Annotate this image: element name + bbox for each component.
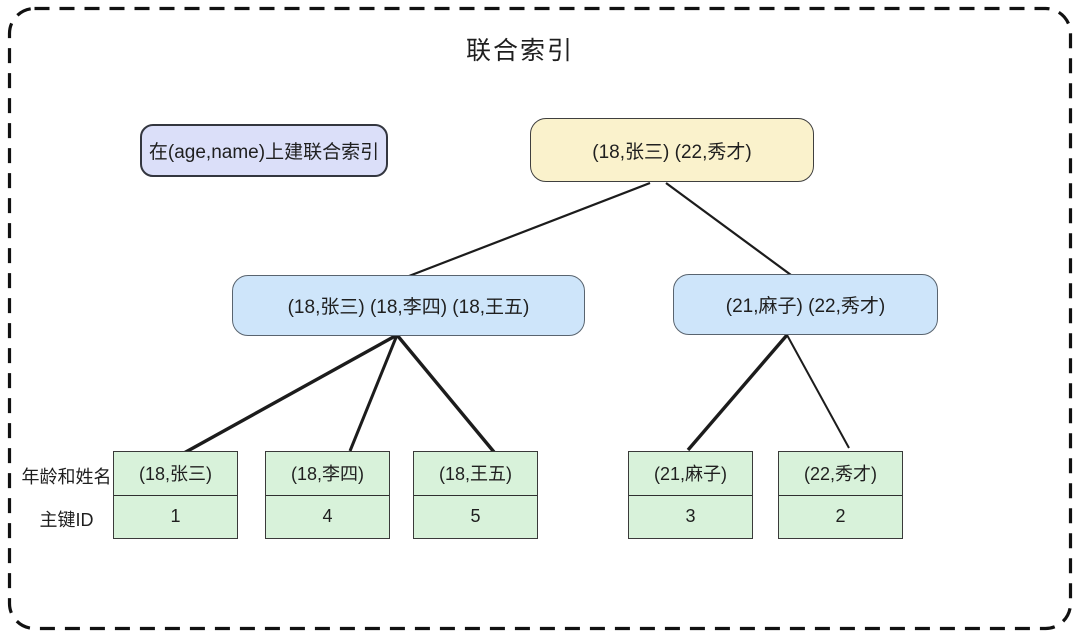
row-label-age-name: 年龄和姓名 <box>21 467 112 487</box>
annotation-box: 在(age,name)上建联合索引 <box>140 124 388 177</box>
tree-root-node: (18,张三) (22,秀才) <box>530 118 814 182</box>
diagram-title: 联合索引 <box>465 37 574 65</box>
internal-node-left: (18,张三) (18,李四) (18,王五) <box>232 275 585 336</box>
dashed-frame <box>7 6 1073 631</box>
leaf-node-5: (22,秀才) 2 <box>778 451 903 539</box>
leaf-4-pair-cell: (21,麻子) <box>629 452 752 496</box>
leaf-node-3: (18,王五) 5 <box>413 451 538 539</box>
internal-node-right: (21,麻子) (22,秀才) <box>673 274 938 335</box>
leaf-1-id-cell: 1 <box>170 506 181 527</box>
row-label-primary-key: 主键ID <box>39 510 94 530</box>
leaf-5-pair-cell: (22,秀才) <box>779 452 902 496</box>
root-node-label: (18,张三) (22,秀才) <box>592 141 752 163</box>
leaf-1-pair-cell: (18,张三) <box>114 452 237 496</box>
edge-root-to-internal-left <box>408 181 651 278</box>
internal-node-left-label: (18,张三) (18,李四) (18,王五) <box>287 297 530 318</box>
edge-internal-right-to-leaf-4 <box>686 333 789 452</box>
leaf-node-1: (18,张三) 1 <box>113 451 238 539</box>
leaf-node-4: (21,麻子) 3 <box>628 451 753 539</box>
edge-root-to-internal-right <box>665 182 792 276</box>
annotation-text: 在(age,name)上建联合索引 <box>148 142 380 163</box>
leaf-3-pair-cell: (18,王五) <box>414 452 537 496</box>
leaf-5-id-cell: 2 <box>835 506 846 527</box>
leaf-3-id-cell: 5 <box>470 506 481 527</box>
internal-node-right-label: (21,麻子) (22,秀才) <box>725 296 886 317</box>
edge-internal-right-to-leaf-5 <box>786 334 850 449</box>
edge-internal-left-to-leaf-3 <box>395 333 496 454</box>
leaf-2-pair-cell: (18,李四) <box>266 452 389 496</box>
edge-internal-left-to-leaf-2 <box>348 334 399 452</box>
leaf-2-id-cell: 4 <box>322 506 333 527</box>
edge-internal-left-to-leaf-1 <box>183 333 398 455</box>
leaf-4-id-cell: 3 <box>685 506 696 527</box>
leaf-node-2: (18,李四) 4 <box>265 451 390 539</box>
